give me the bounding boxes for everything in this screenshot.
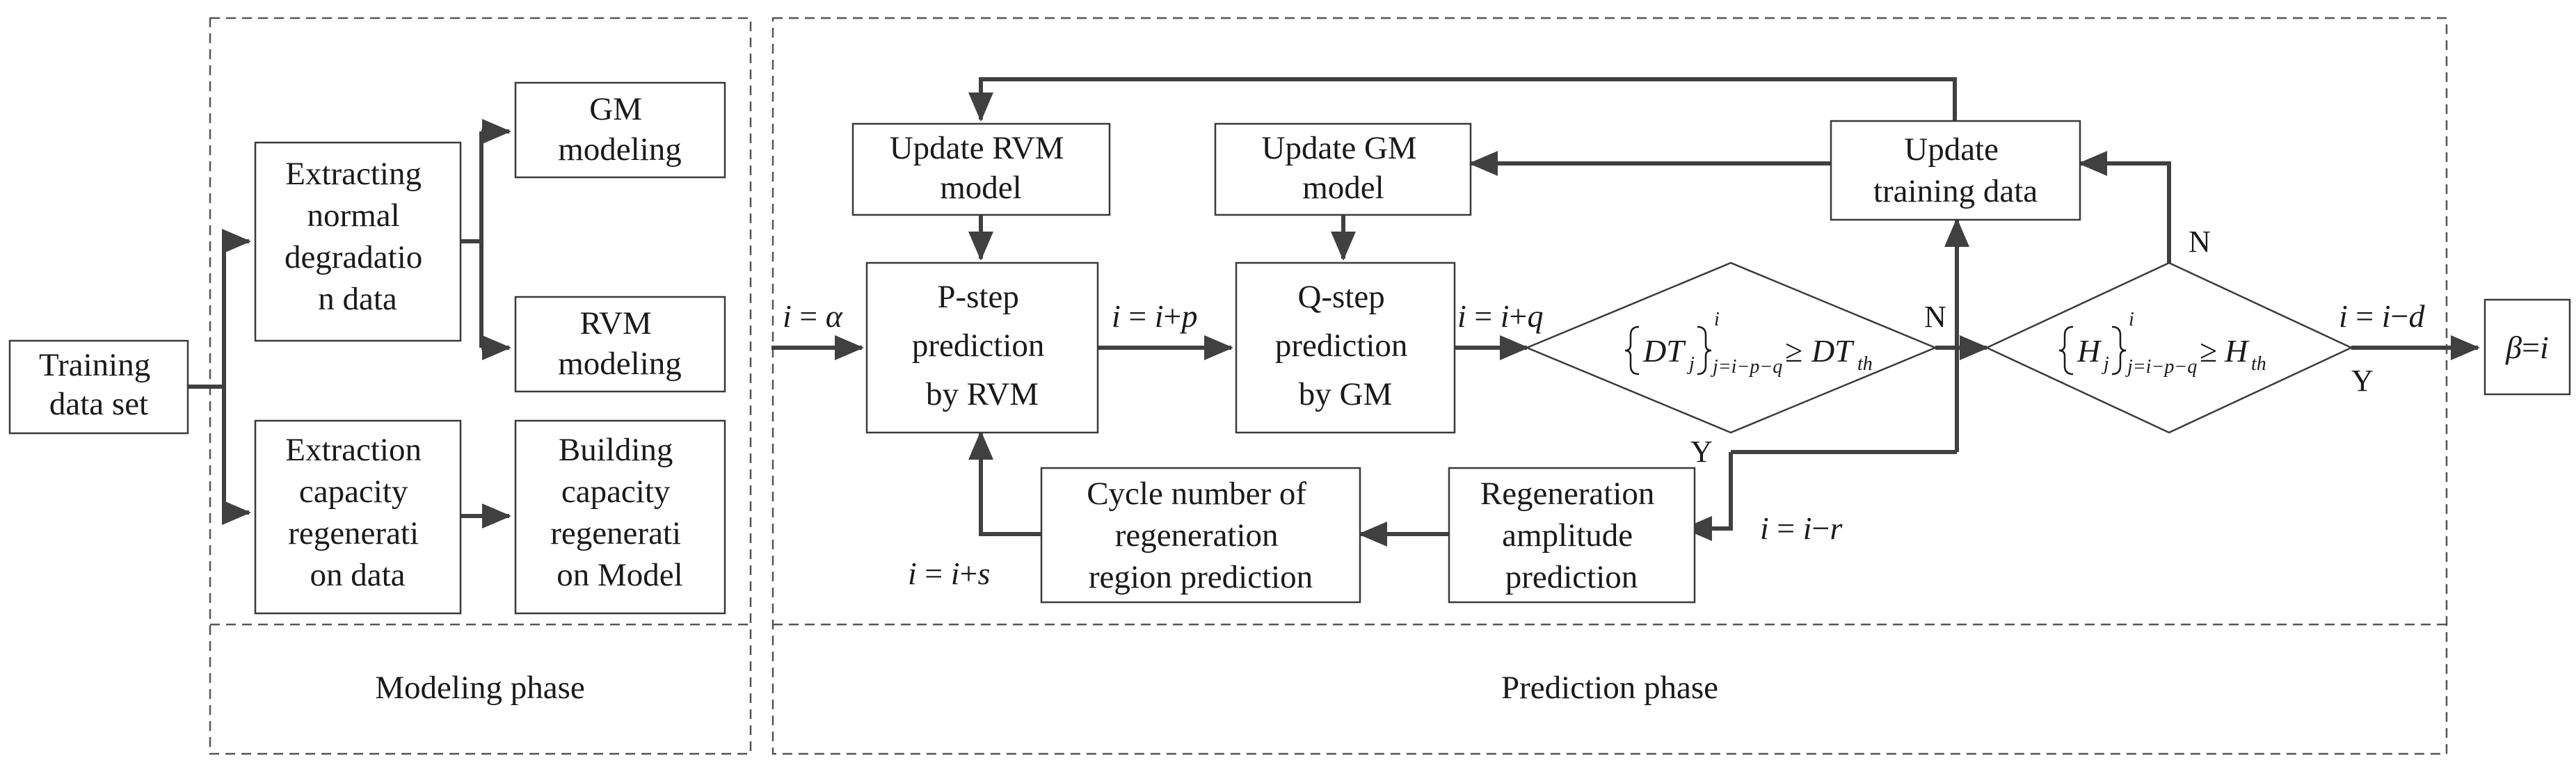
svg-text:Update GM model: Update GM model [1262,130,1425,206]
dt-condition-range: j=i−p−q [1711,356,1782,378]
prediction-connectors [771,77,2480,547]
update-training-data-box: Update training data [1830,120,2081,221]
h-yes-label: Y [2351,364,2374,398]
extracting-normal-data-box: Extracting normal degradatio n data [254,141,462,342]
dt-yes-label: Y [1690,435,1713,469]
beta-result-label: β=i [2505,330,2549,365]
dt-condition-lhs: DT [1642,333,1686,369]
svg-text:RVM modeling: RVM modeling [558,305,682,382]
label-i-minus-d: i = i−d [2339,298,2425,334]
dt-threshold-decision: DT j i j=i−p−q ≥ DT th [1524,261,1938,434]
p-step-prediction-box: P-step prediction by RVM [865,261,1099,434]
h-condition-sup: i [2129,309,2134,330]
training-data-set-box: Training data set [8,339,189,435]
rvm-modeling-box: RVM modeling [514,296,726,393]
svg-text:Extracting normal: Extracting normal degradatio n data [285,156,431,317]
branch-labels: N Y N Y [1690,225,2374,469]
extraction-regeneration-data-box: Extraction capacity regenerati on data [254,419,462,615]
dt-condition-sup: i [1714,309,1720,330]
h-condition-op: ≥ [2200,333,2217,369]
svg-text:Extraction capacity: Extraction capacity regenerati on data [285,432,430,593]
svg-text:P-step prediction: P-step prediction by RVM [912,279,1053,412]
building-regeneration-model-box: Building capacity regenerati on Model [514,419,726,615]
label-i-minus-r: i = i−r [1760,510,1843,546]
prediction-phase-region: Prediction phase [771,17,2448,755]
gm-modeling-box: GM modeling [514,81,726,179]
h-condition-lhs: H [2077,333,2102,369]
label-i-plus-q: i = i+q [1457,298,1543,334]
beta-result-box: β=i [2483,298,2571,396]
svg-text:Cycle number of regenera: Cycle number of regeneration region pred… [1087,476,1315,595]
label-i-plus-s: i = i+s [908,556,990,591]
label-i-alpha: i = α [783,298,843,334]
dt-no-label: N [1924,300,1946,334]
dt-condition-lhs-sub: j [1687,353,1695,375]
h-condition-rhs: H [2224,333,2250,369]
svg-text:Update RVM model: Update RVM model [890,130,1073,206]
svg-text:Regeneration amplitude: Regeneration amplitude prediction [1480,476,1663,595]
update-gm-model-box: Update GM model [1214,122,1472,216]
svg-text:Update training data: Update training data [1873,131,2038,209]
cycle-number-prediction-box: Cycle number of regeneration region pred… [1040,467,1361,604]
dt-condition-op: ≥ [1785,333,1802,369]
modeling-connectors [188,119,511,529]
h-no-label: N [2189,225,2211,259]
q-step-prediction-box: Q-step prediction by GM [1235,261,1456,434]
h-threshold-decision: H j i j=i−p−q ≥ H th [1985,261,2353,434]
prediction-phase-label: Prediction phase [1501,670,1718,706]
svg-text:Q-step prediction: Q-step prediction by GM [1275,279,1416,412]
update-rvm-model-box: Update RVM model [851,122,1111,216]
h-condition-range: j=i−p−q [2125,356,2197,378]
svg-text:Building capacity: Building capacity regenerati on Model [550,432,689,593]
svg-text:Training data set: Training data set [39,347,159,422]
modeling-phase-label: Modeling phase [375,670,585,706]
h-condition-rhs-sub: th [2251,353,2266,375]
svg-text:GM modeling: GM modeling [558,91,682,168]
dt-condition-rhs-sub: th [1857,353,1873,375]
label-i-plus-p: i = i+p [1112,298,1197,334]
regeneration-amplitude-prediction-box: Regeneration amplitude prediction [1448,467,1696,604]
h-condition-lhs-sub: j [2102,353,2109,375]
dt-condition-rhs: DT [1811,333,1855,369]
equation-labels: i = α i = i+p i = i+q i = i−r i = i+s i … [783,298,2425,591]
